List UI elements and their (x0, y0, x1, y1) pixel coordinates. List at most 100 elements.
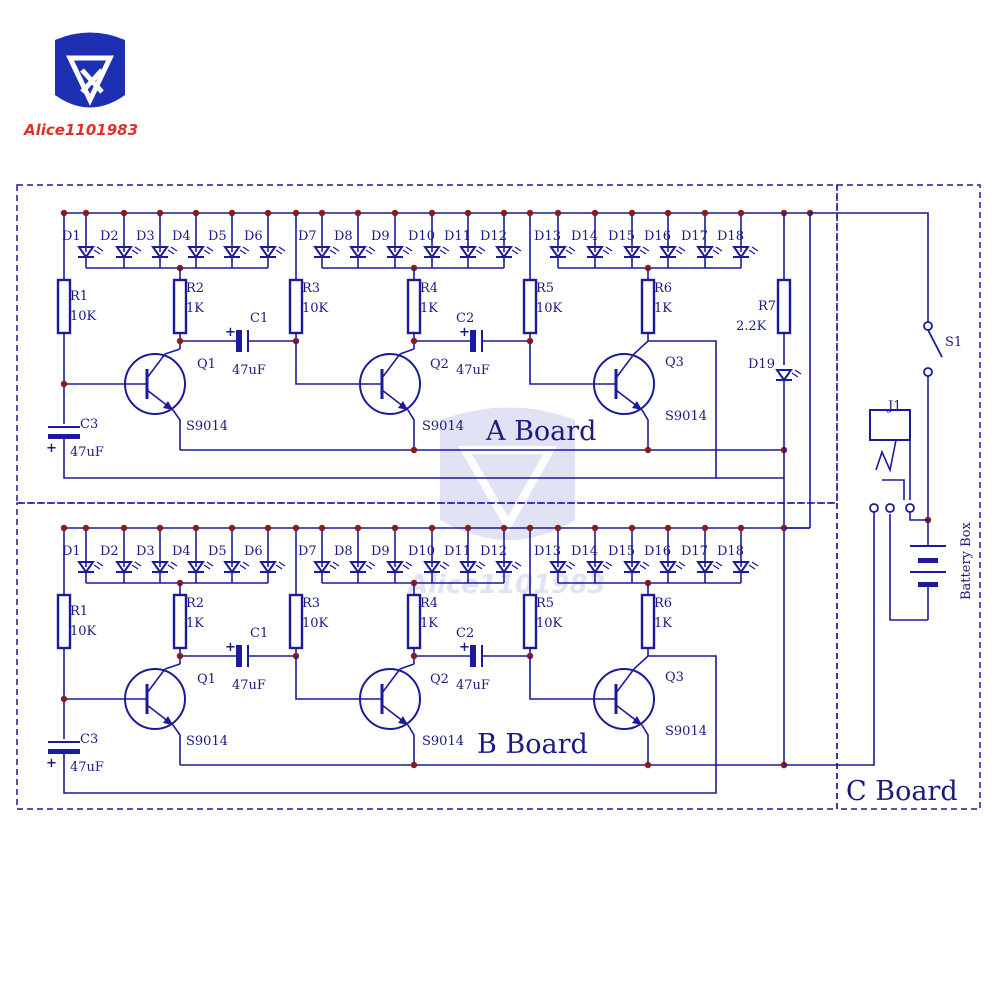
r7-value: 2.2K (736, 319, 767, 334)
transistor-q1 (124, 668, 186, 730)
r4-value: 1K (420, 616, 438, 631)
resistor-r7 (776, 278, 792, 335)
wire (407, 409, 415, 450)
led-label-d18: D18 (717, 544, 744, 559)
jack-terminal (885, 503, 895, 513)
junction-dot (628, 524, 636, 532)
battery-box-label: Battery Box (959, 521, 974, 600)
junction-dot (192, 524, 200, 532)
led-d6 (259, 561, 286, 574)
led-label-d14: D14 (571, 544, 598, 559)
junction-dot (591, 209, 599, 217)
q3-part: S9014 (665, 409, 707, 424)
r5-value: 10K (536, 616, 563, 631)
led-d9 (386, 246, 413, 259)
junction-dot (228, 209, 236, 217)
led-label-d11: D11 (444, 544, 471, 559)
resistor-r2 (172, 278, 188, 335)
led-d2 (115, 246, 142, 259)
junction-dot (60, 209, 68, 217)
wire (529, 656, 594, 700)
led-d17 (696, 561, 723, 574)
junction-dot (264, 209, 272, 217)
led-d2 (115, 561, 142, 574)
led-label-d2: D2 (100, 544, 119, 559)
wire (172, 724, 181, 765)
battery-cell (918, 582, 938, 587)
junction-dot (156, 524, 164, 532)
led-d5 (223, 561, 250, 574)
led-d14 (586, 246, 613, 259)
resistor-r1 (56, 593, 72, 650)
r2-value: 1K (186, 616, 204, 631)
led-label-d17: D17 (681, 544, 708, 559)
watermark-text: Alice1101983 (406, 570, 606, 600)
led-label-d1: D1 (62, 544, 81, 559)
r5-name: R5 (536, 596, 554, 611)
led-label-d15: D15 (608, 229, 635, 244)
wire (164, 348, 181, 355)
j1-label: J1 (886, 399, 901, 414)
r5-value: 10K (536, 301, 563, 316)
switch-terminal (923, 321, 933, 331)
led-label-d17: D17 (681, 229, 708, 244)
jack-terminal (869, 503, 879, 513)
junction-dot (354, 524, 362, 532)
resistor-r6 (640, 593, 656, 650)
r1-value: 10K (70, 624, 97, 639)
led-d7 (313, 561, 340, 574)
capacitor-c1: + (225, 325, 249, 352)
wire (909, 512, 928, 521)
wire (641, 409, 649, 450)
wire (399, 348, 415, 355)
led-label-d9: D9 (371, 229, 390, 244)
svg-text:+: + (225, 325, 236, 340)
led-label-d6: D6 (244, 229, 263, 244)
r5-name: R5 (536, 281, 554, 296)
wire (407, 724, 415, 765)
led-d3 (151, 561, 178, 574)
capacitor-c3: + (46, 426, 80, 456)
led-d6 (259, 246, 286, 259)
wire (164, 663, 181, 670)
capacitor-c2: + (459, 325, 483, 352)
svg-text:+: + (46, 756, 57, 771)
led-d8 (349, 561, 376, 574)
transistor-q3 (593, 668, 655, 730)
junction-dot (60, 380, 68, 388)
junction-dot (591, 524, 599, 532)
brand-logo: Alice1101983 (23, 32, 138, 139)
led-d7 (313, 246, 340, 259)
q3-part: S9014 (665, 724, 707, 739)
junction-dot (410, 446, 418, 454)
transistor-q1 (124, 353, 186, 415)
resistor-r5 (522, 278, 538, 335)
led-d4 (187, 246, 214, 259)
led-label-d16: D16 (644, 544, 671, 559)
capacitor-c1: + (225, 640, 249, 667)
led-label-d2: D2 (100, 229, 119, 244)
led-label-d12: D12 (480, 544, 507, 559)
led-d17 (696, 246, 723, 259)
junction-dot (628, 209, 636, 217)
q2-name: Q2 (430, 672, 449, 687)
led-label-d7: D7 (298, 544, 317, 559)
r2-name: R2 (186, 596, 204, 611)
r6-value: 1K (654, 301, 672, 316)
junction-dot (60, 695, 68, 703)
junction-dot (737, 209, 745, 217)
q2-name: Q2 (430, 357, 449, 372)
junction-dot (318, 209, 326, 217)
led-label-d4: D4 (172, 544, 191, 559)
junction-dot (82, 209, 90, 217)
led-d1 (77, 246, 104, 259)
junction-dot (176, 652, 184, 660)
led-label-d13: D13 (534, 229, 561, 244)
r6-name: R6 (654, 281, 672, 296)
c2-name: C2 (456, 626, 474, 641)
led-label-d3: D3 (136, 229, 155, 244)
c-board-frame (836, 184, 981, 810)
wire (172, 409, 181, 450)
